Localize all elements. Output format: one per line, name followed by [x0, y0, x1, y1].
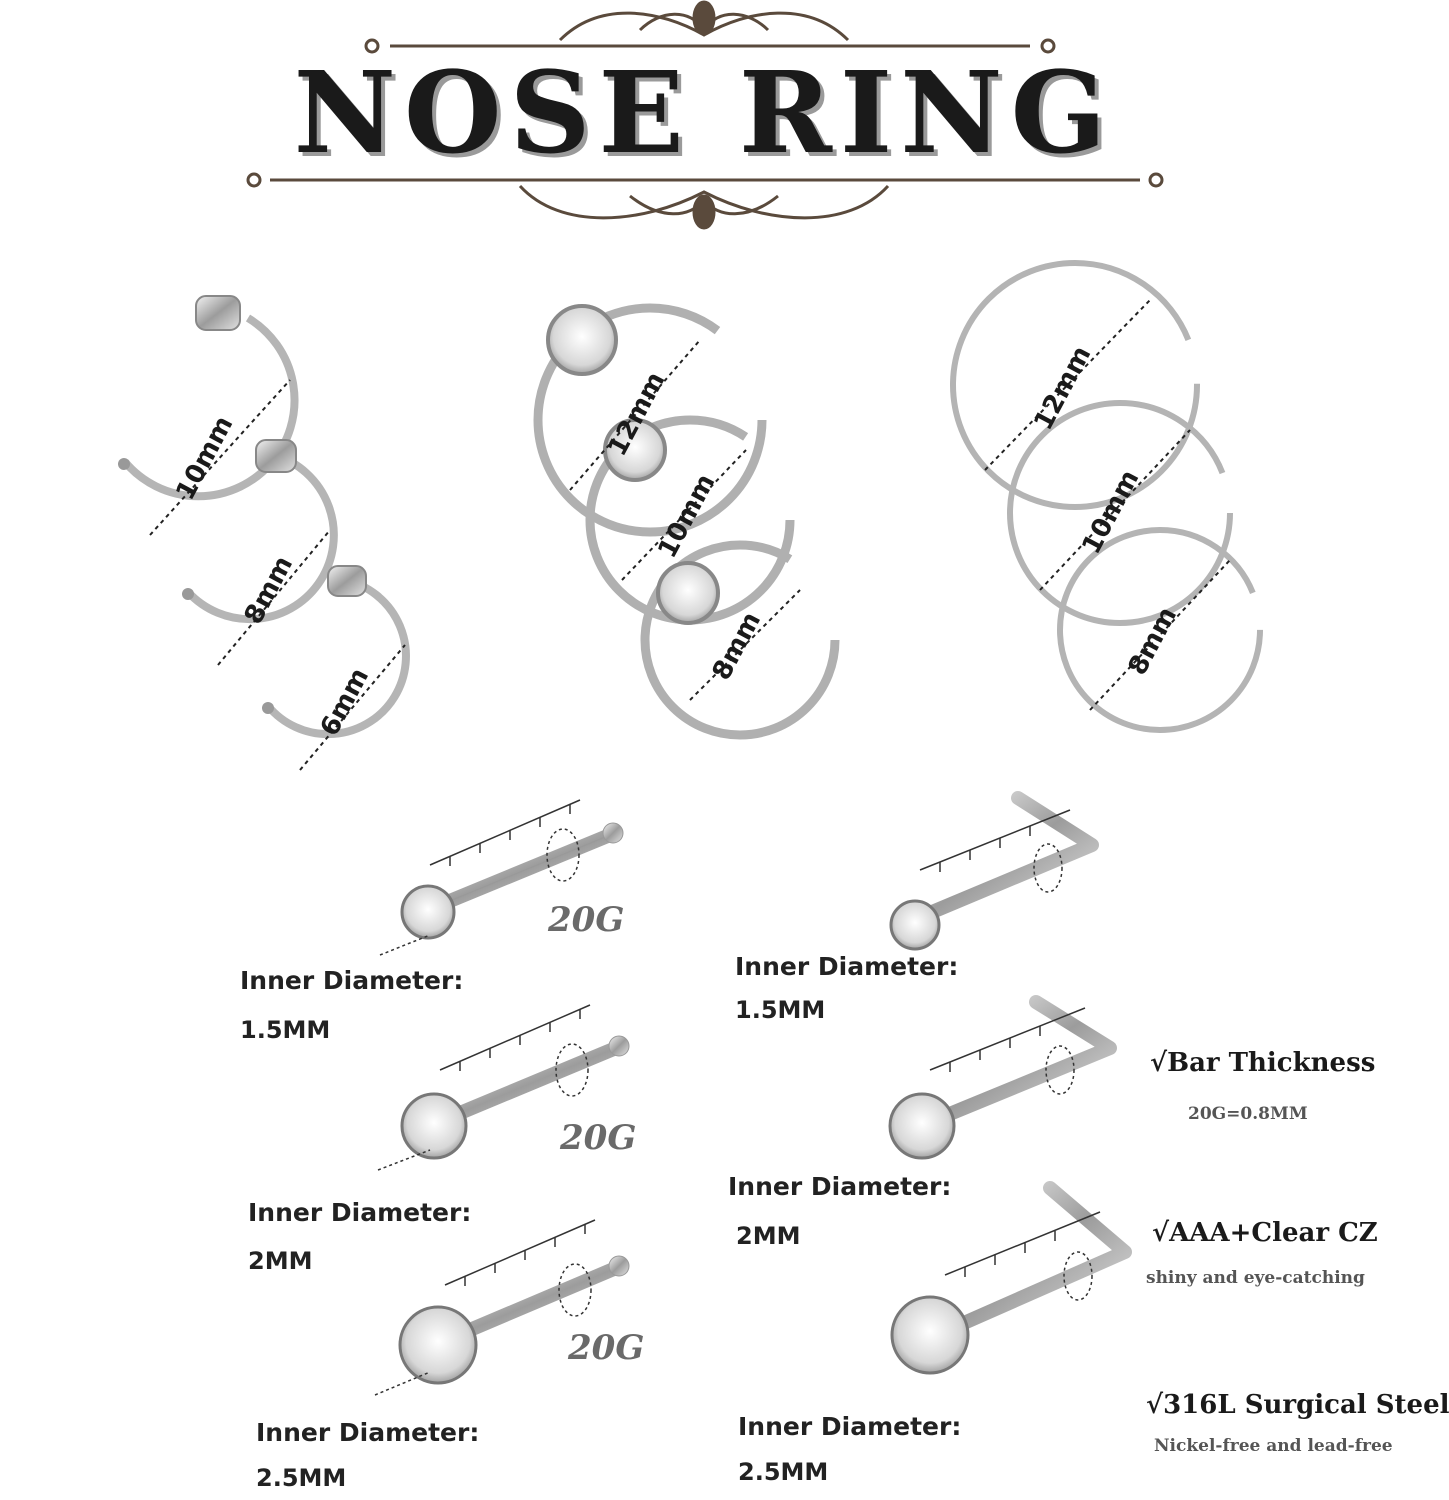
feature-steel-title: √316L Surgical Steel: [1146, 1390, 1449, 1420]
straight-stud-3: [374, 1219, 630, 1396]
hoop-group-3: [950, 260, 1263, 733]
hoop1-size-2: 8mm: [239, 551, 299, 629]
l-stud-3-label: Inner Diameter:: [738, 1412, 962, 1441]
ornament-bottom: [246, 172, 1164, 230]
product-illustration: 10mm 8mm 6mm 12mm 10mm 8mm 12mm 10mm 8mm: [118, 0, 1263, 1396]
l-stud-2-value: 2MM: [736, 1222, 801, 1250]
page-title: NOSE RING: [293, 48, 1115, 179]
feature-cz-subtitle: shiny and eye-catching: [1146, 1268, 1365, 1288]
straight-stud-1-value: 1.5MM: [240, 1016, 331, 1044]
feature-bar-thickness-subtitle: 20G=0.8MM: [1188, 1104, 1308, 1124]
ornament-top: [364, 0, 1056, 54]
l-stud-1-value: 1.5MM: [735, 996, 826, 1024]
feature-cz-title: √AAA+Clear CZ: [1152, 1218, 1378, 1248]
straight-stud-2-value: 2MM: [248, 1247, 313, 1275]
hoop-group-2: [533, 303, 840, 740]
straight-stud-3-label: Inner Diameter:: [256, 1418, 480, 1447]
gauge-label-1: 20G: [548, 900, 625, 940]
gauge-label-3: 20G: [568, 1328, 645, 1368]
hoop-group-1: [118, 295, 410, 771]
hoop1-size-3: 6mm: [315, 663, 375, 741]
l-stud-1: [889, 791, 1099, 951]
straight-stud-2: [377, 1004, 630, 1171]
l-stud-1-label: Inner Diameter:: [735, 952, 959, 981]
feature-steel-subtitle: Nickel-free and lead-free: [1154, 1436, 1393, 1456]
straight-stud-1-label: Inner Diameter:: [240, 966, 464, 995]
feature-bar-thickness-title: √Bar Thickness: [1150, 1048, 1376, 1078]
gauge-label-2: 20G: [560, 1118, 637, 1158]
l-stud-3: [890, 1181, 1132, 1375]
straight-stud-2-label: Inner Diameter:: [248, 1198, 472, 1227]
straight-stud-1: [379, 799, 624, 956]
l-stud-2-label: Inner Diameter:: [728, 1172, 952, 1201]
l-stud-2: [888, 995, 1117, 1160]
hoop3-size-3: 8mm: [1123, 602, 1183, 680]
straight-stud-3-value: 2.5MM: [256, 1464, 347, 1492]
l-stud-3-value: 2.5MM: [738, 1458, 829, 1486]
